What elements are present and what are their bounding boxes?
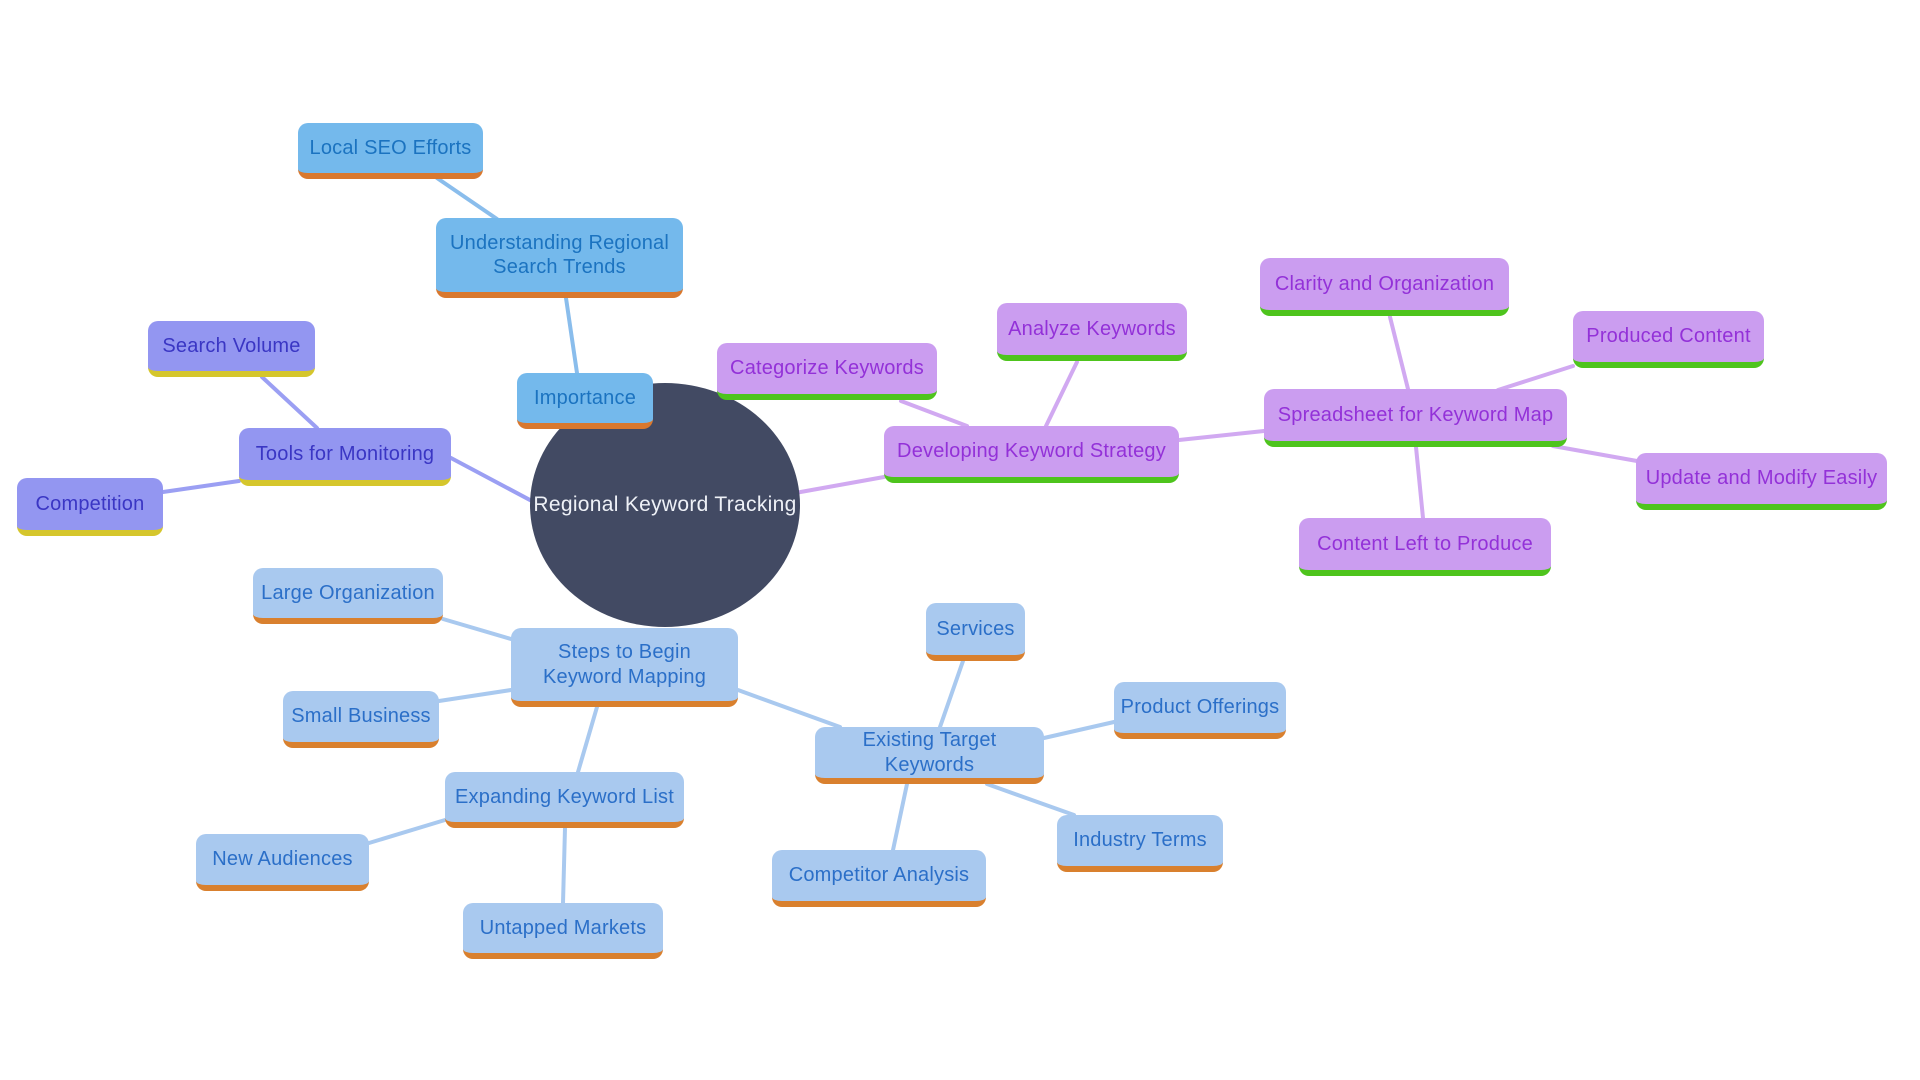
node-label-search-volume: Search Volume bbox=[162, 334, 301, 357]
node-label-new-audiences: New Audiences bbox=[212, 848, 353, 871]
node-new-audiences: New Audiences bbox=[196, 834, 369, 891]
node-label-untapped-markets: Untapped Markets bbox=[479, 916, 647, 939]
node-label-analyze-keywords: Analyze Keywords bbox=[1008, 317, 1176, 340]
edge-competition-to-tools-for-monitoring bbox=[161, 479, 241, 494]
node-label-competitor-analysis: Competitor Analysis bbox=[788, 864, 970, 887]
edge-analyze-keywords-to-developing-keyword-strategy bbox=[1044, 360, 1079, 428]
node-analyze-keywords: Analyze Keywords bbox=[997, 303, 1187, 361]
edge-root-to-developing-keyword-strategy bbox=[793, 475, 886, 495]
node-competition: Competition bbox=[17, 478, 163, 536]
node-label-content-left-to-produce: Content Left to Produce bbox=[1317, 532, 1533, 555]
node-label-product-offerings: Product Offerings bbox=[1120, 696, 1280, 719]
node-existing-target-keywords: Existing Target Keywords bbox=[815, 727, 1044, 784]
node-product-offerings: Product Offerings bbox=[1114, 682, 1286, 739]
node-label-competition: Competition bbox=[35, 492, 145, 515]
node-tools-for-monitoring: Tools for Monitoring bbox=[239, 428, 451, 486]
node-competitor-analysis: Competitor Analysis bbox=[772, 850, 986, 907]
edge-tools-for-monitoring-to-root bbox=[449, 456, 547, 510]
node-label-produced-content: Produced Content bbox=[1586, 325, 1751, 348]
edge-produced-content-to-spreadsheet-for-keyword-map bbox=[1496, 364, 1575, 392]
node-services: Services bbox=[926, 603, 1025, 661]
edge-steps-to-begin-mapping-to-expanding-keyword-list bbox=[576, 705, 599, 774]
edge-small-business-to-steps-to-begin-mapping bbox=[437, 688, 513, 703]
node-spreadsheet-for-keyword-map: Spreadsheet for Keyword Map bbox=[1264, 389, 1567, 447]
node-label-categorize-keywords: Categorize Keywords bbox=[730, 357, 924, 380]
node-large-organization: Large Organization bbox=[253, 568, 443, 624]
edge-local-seo-efforts-to-understanding-regional bbox=[435, 176, 499, 221]
edge-expanding-keyword-list-to-new-audiences bbox=[367, 818, 447, 845]
edge-expanding-keyword-list-to-untapped-markets bbox=[561, 826, 567, 905]
edge-existing-target-keywords-to-industry-terms bbox=[985, 782, 1076, 817]
node-search-volume: Search Volume bbox=[148, 321, 315, 377]
edge-large-organization-to-steps-to-begin-mapping bbox=[441, 617, 513, 641]
node-label-clarity-and-organization: Clarity and Organization bbox=[1274, 272, 1495, 295]
node-label-tools-for-monitoring: Tools for Monitoring bbox=[255, 442, 435, 465]
edge-spreadsheet-for-keyword-map-to-update-and-modify-easily bbox=[1551, 444, 1639, 463]
node-label-small-business: Small Business bbox=[291, 705, 431, 728]
node-content-left-to-produce: Content Left to Produce bbox=[1299, 518, 1551, 576]
node-label-expanding-keyword-list: Expanding Keyword List bbox=[455, 785, 674, 808]
edge-clarity-and-organization-to-spreadsheet-for-keyword-map bbox=[1388, 315, 1410, 391]
node-steps-to-begin-mapping: Steps to Begin Keyword Mapping bbox=[511, 628, 738, 707]
node-label-local-seo-efforts: Local SEO Efforts bbox=[309, 136, 472, 159]
node-local-seo-efforts: Local SEO Efforts bbox=[298, 123, 483, 179]
node-importance: Importance bbox=[517, 373, 653, 429]
node-clarity-and-organization: Clarity and Organization bbox=[1260, 258, 1509, 316]
node-label-large-organization: Large Organization bbox=[261, 581, 435, 604]
edge-existing-target-keywords-to-competitor-analysis bbox=[891, 782, 909, 852]
edge-search-volume-to-tools-for-monitoring bbox=[260, 375, 319, 430]
node-developing-keyword-strategy: Developing Keyword Strategy bbox=[884, 426, 1179, 483]
edge-understanding-regional-to-importance bbox=[564, 296, 579, 375]
node-label-steps-to-begin-mapping: Steps to Begin Keyword Mapping bbox=[542, 641, 707, 688]
node-understanding-regional: Understanding Regional Search Trends bbox=[436, 218, 683, 298]
node-label-developing-keyword-strategy: Developing Keyword Strategy bbox=[897, 440, 1166, 463]
node-label-spreadsheet-for-keyword-map: Spreadsheet for Keyword Map bbox=[1277, 403, 1554, 426]
center-node-label: Regional Keyword Tracking bbox=[533, 493, 797, 516]
node-label-industry-terms: Industry Terms bbox=[1073, 829, 1207, 852]
node-expanding-keyword-list: Expanding Keyword List bbox=[445, 772, 684, 828]
edge-services-to-existing-target-keywords bbox=[938, 659, 965, 729]
edge-spreadsheet-for-keyword-map-to-content-left-to-produce bbox=[1414, 445, 1425, 520]
node-categorize-keywords: Categorize Keywords bbox=[717, 343, 937, 400]
node-industry-terms: Industry Terms bbox=[1057, 815, 1223, 872]
node-small-business: Small Business bbox=[283, 691, 439, 748]
node-untapped-markets: Untapped Markets bbox=[463, 903, 663, 959]
node-label-services: Services bbox=[936, 617, 1015, 640]
node-label-importance: Importance bbox=[533, 386, 637, 409]
edge-existing-target-keywords-to-product-offerings bbox=[1042, 720, 1116, 740]
node-produced-content: Produced Content bbox=[1573, 311, 1764, 368]
edge-steps-to-begin-mapping-to-existing-target-keywords bbox=[736, 688, 842, 729]
node-label-existing-target-keywords: Existing Target Keywords bbox=[862, 729, 997, 776]
edge-categorize-keywords-to-developing-keyword-strategy bbox=[899, 399, 969, 428]
node-label-update-and-modify-easily: Update and Modify Easily bbox=[1645, 467, 1878, 490]
edge-developing-keyword-strategy-to-spreadsheet-for-keyword-map bbox=[1177, 429, 1266, 442]
node-update-and-modify-easily: Update and Modify Easily bbox=[1636, 453, 1887, 510]
node-label-understanding-regional: Understanding Regional Search Trends bbox=[450, 231, 669, 278]
